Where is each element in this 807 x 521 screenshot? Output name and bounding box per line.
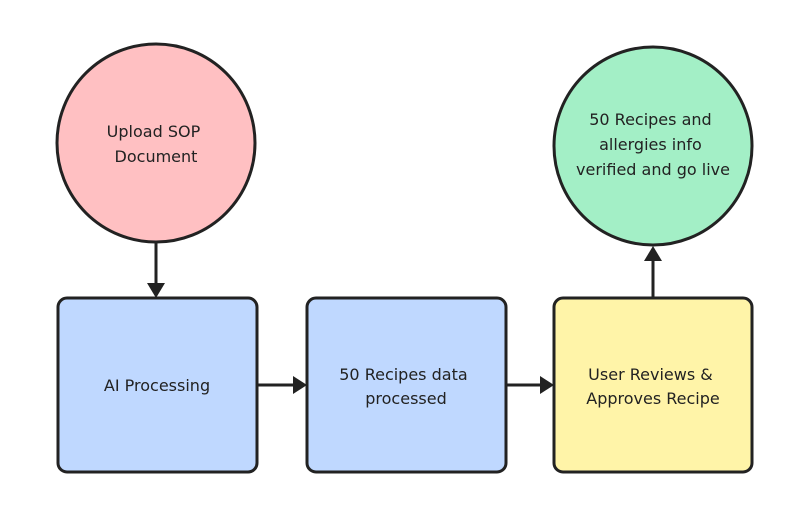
node-recipes-processed-shape: [305, 296, 508, 474]
node-user-review-label: User Reviews & Approves Recipe: [586, 365, 720, 408]
edge-upload-to-ai: [147, 243, 165, 298]
edge-processed-to-review: [507, 376, 554, 394]
node-upload-sop-label: Upload SOP Document: [107, 122, 206, 166]
node-recipes-processed: 50 Recipes data processed: [305, 296, 508, 474]
node-go-live-shape: [552, 45, 754, 247]
node-user-review-shape: [552, 296, 754, 474]
node-recipes-processed-line-2: processed: [365, 389, 446, 408]
node-ai-processing-label: AI Processing: [104, 376, 210, 395]
node-upload-sop: Upload SOP Document: [55, 42, 257, 244]
node-recipes-processed-label: 50 Recipes data processed: [339, 365, 472, 408]
node-recipes-processed-line-1: 50 Recipes data: [339, 365, 467, 384]
node-upload-sop-line-2: Document: [115, 147, 198, 166]
node-user-review-line-1: User Reviews &: [588, 365, 713, 384]
edges: [147, 243, 662, 394]
node-go-live-line-3: verified and go live: [576, 160, 730, 179]
edge-review-to-live: [644, 246, 662, 297]
node-upload-sop-line-1: Upload SOP: [107, 122, 201, 141]
node-ai-processing-shape: [56, 296, 259, 474]
node-upload-sop-shape: [55, 42, 257, 244]
node-go-live: 50 Recipes and allergies info verified a…: [552, 45, 754, 247]
node-ai-processing: AI Processing: [56, 296, 259, 474]
node-go-live-line-2: allergies info: [599, 135, 702, 154]
node-go-live-line-1: 50 Recipes and: [589, 110, 711, 129]
node-go-live-label: 50 Recipes and allergies info verified a…: [576, 110, 730, 179]
node-user-review-line-2: Approves Recipe: [586, 389, 720, 408]
node-user-review: User Reviews & Approves Recipe: [552, 296, 754, 474]
edge-ai-to-processed: [258, 376, 307, 394]
node-ai-processing-line-1: AI Processing: [104, 376, 210, 395]
